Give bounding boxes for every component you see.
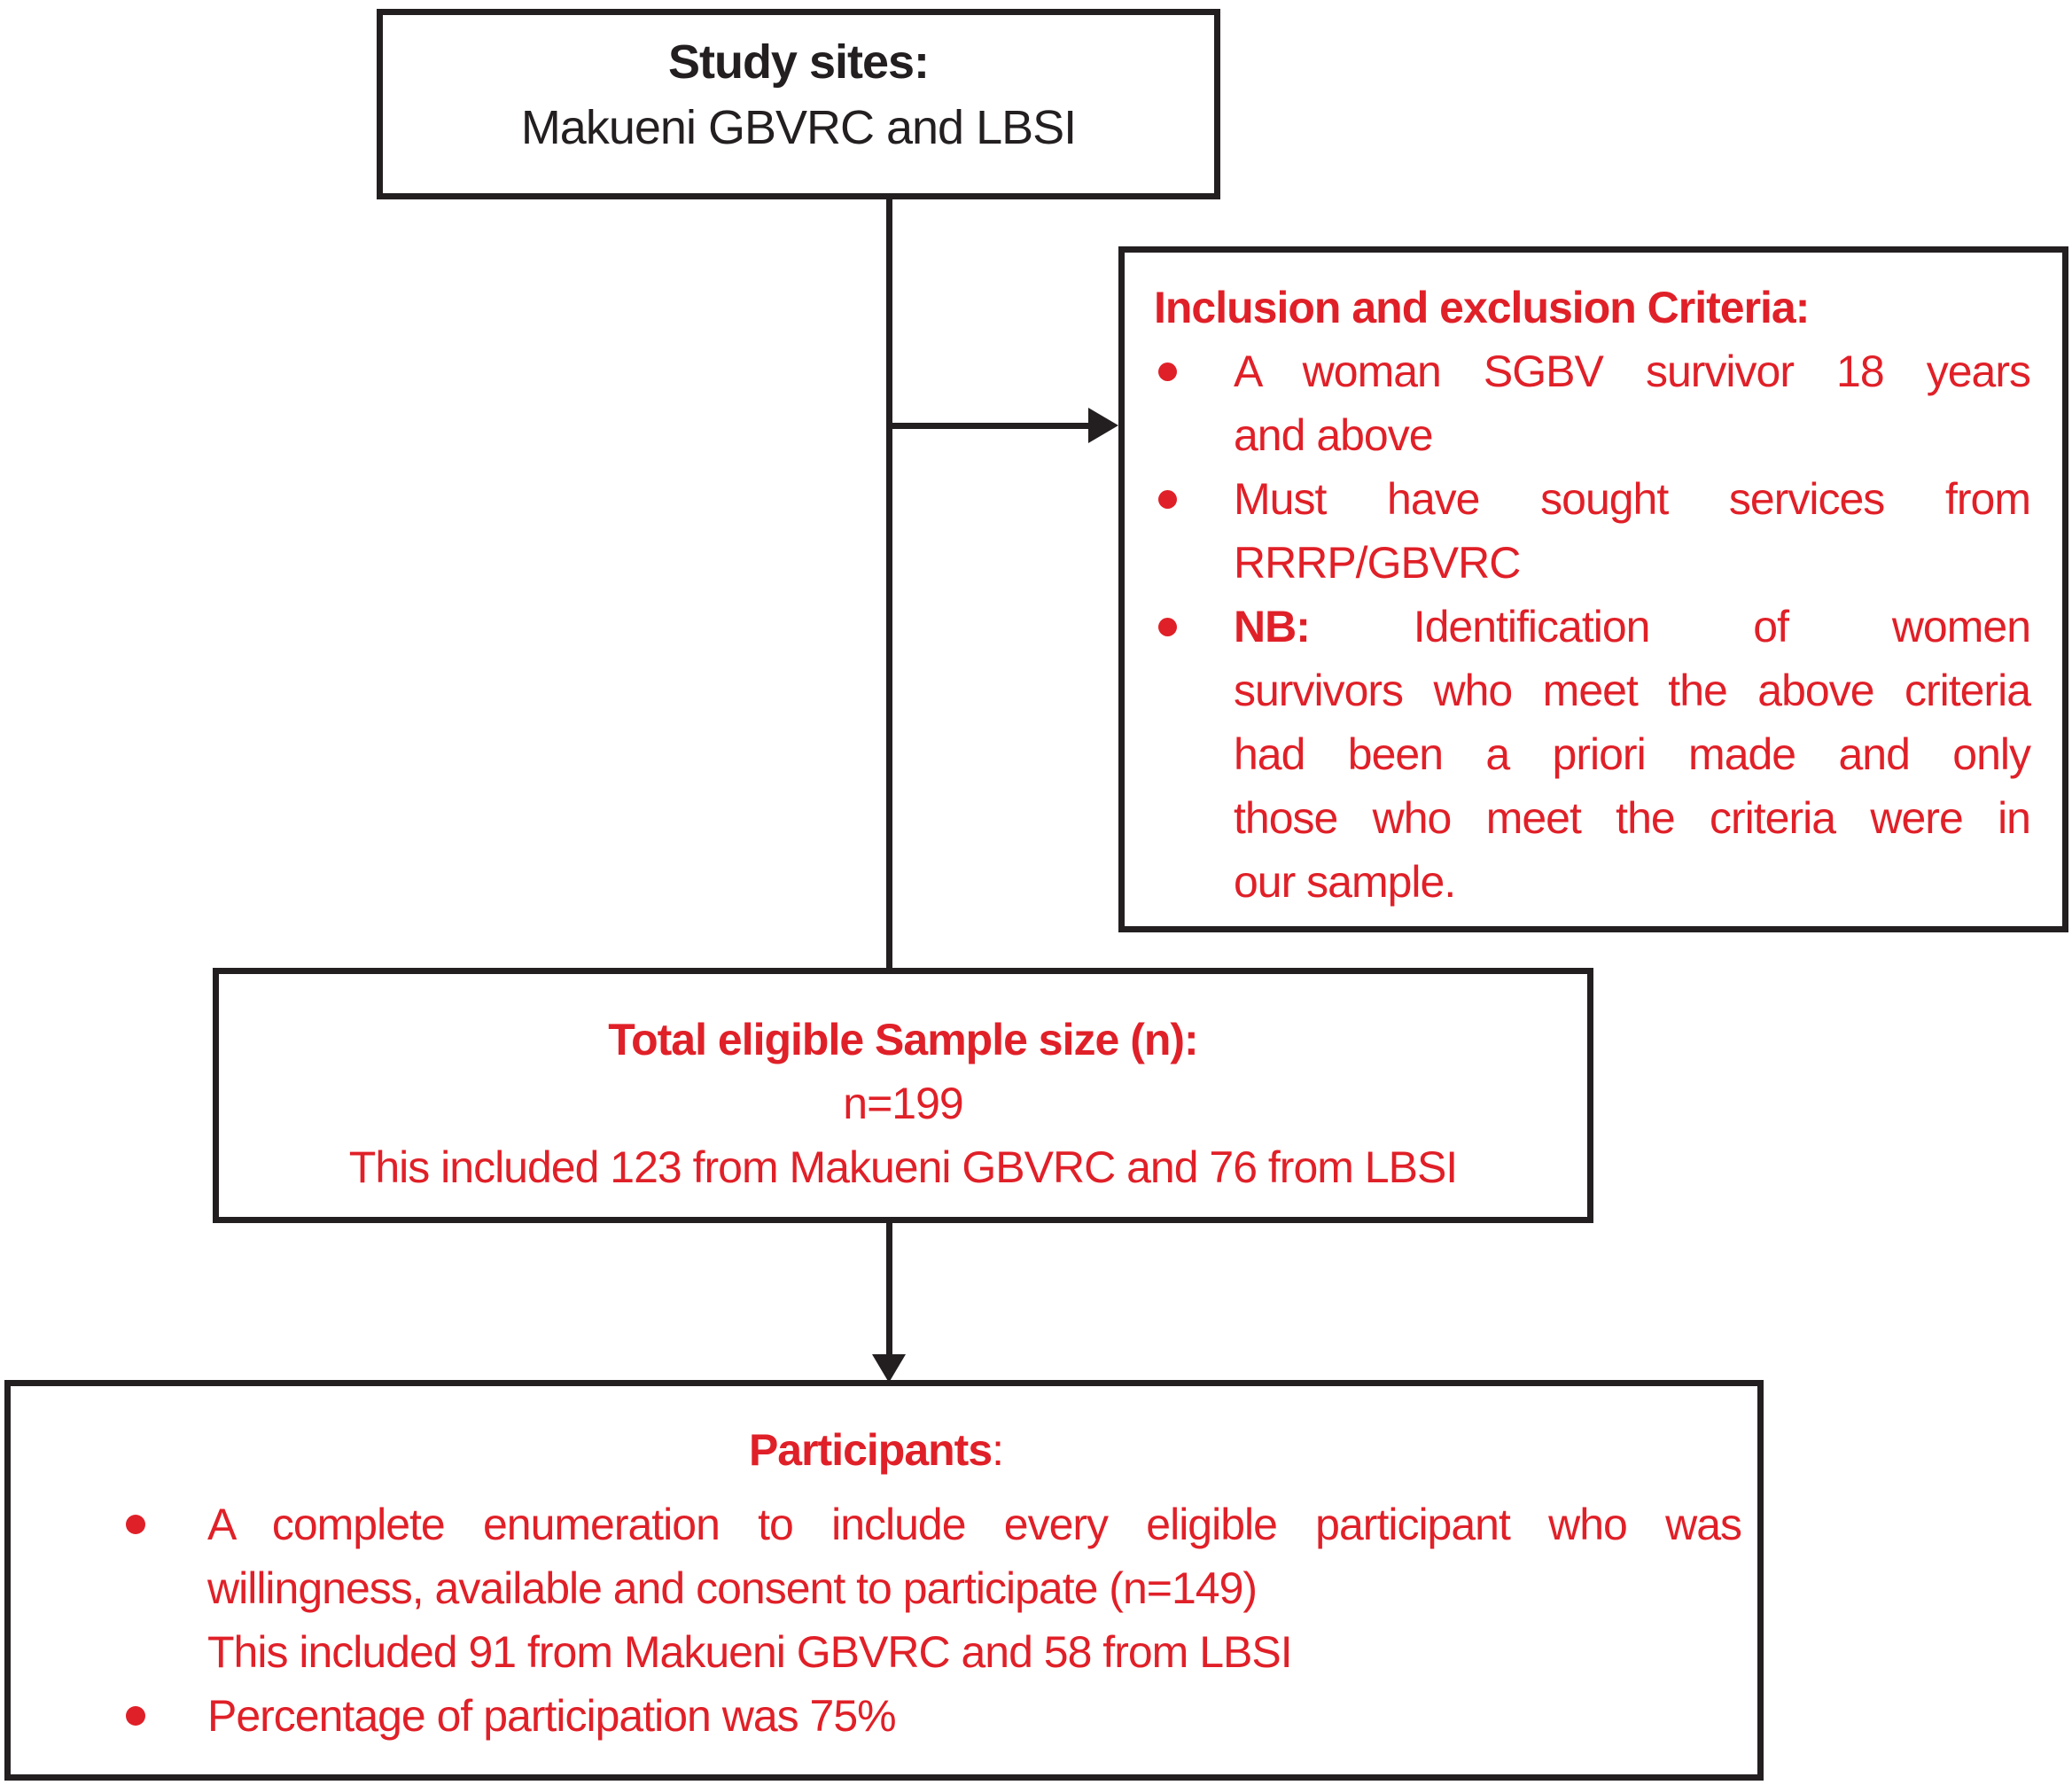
bullet-icon bbox=[126, 1706, 145, 1726]
bullet-icon bbox=[126, 1515, 145, 1534]
connector-horizontal bbox=[889, 423, 1092, 429]
criteria-heading: Inclusion and exclusion Criteria: bbox=[1154, 283, 1810, 332]
criteria-bullet-2: Must have sought services from RRRP/GBVR… bbox=[1154, 467, 2031, 595]
nb-text: Identification of women bbox=[1413, 602, 2031, 651]
sample-heading: Total eligible Sample size (n): bbox=[608, 1015, 1198, 1064]
arrowhead-down-icon bbox=[872, 1354, 906, 1383]
arrowhead-right-icon bbox=[1088, 408, 1118, 443]
node-total-eligible-sample: Total eligible Sample size (n): n=199 Th… bbox=[213, 968, 1593, 1223]
study-sites-title: Study sites: bbox=[667, 35, 930, 89]
participants-bullet-1-line-1: A complete enumeration to include every … bbox=[207, 1500, 1742, 1549]
participants-heading-text: Participants bbox=[748, 1425, 993, 1475]
bullet-icon bbox=[1158, 362, 1177, 381]
connector-vertical-top bbox=[886, 199, 892, 970]
criteria-bullet-2-line-2: RRRP/GBVRC bbox=[1234, 538, 1521, 588]
node-inclusion-exclusion-criteria: Inclusion and exclusion Criteria: A woma… bbox=[1118, 246, 2068, 932]
sample-value: n=199 bbox=[843, 1079, 963, 1128]
criteria-bullet-3-line-3: had been a priori made and only bbox=[1234, 729, 2031, 779]
participants-bullet-2: Percentage of participation was 75% bbox=[11, 1684, 1741, 1748]
participants-bullet-1-line-3: This included 91 from Makueni GBVRC and … bbox=[207, 1627, 1293, 1677]
node-participants: Participants: A complete enumeration to … bbox=[4, 1380, 1764, 1781]
criteria-bullet-2-line-1: Must have sought services from bbox=[1234, 474, 2031, 524]
criteria-bullet-1: A woman SGBV survivor 18 years and above bbox=[1154, 339, 2031, 467]
participants-bullet-1: A complete enumeration to include every … bbox=[11, 1493, 1742, 1684]
criteria-bullet-3-line-2: survivors who meet the above criteria bbox=[1234, 666, 2031, 715]
sample-detail: This included 123 from Makueni GBVRC and… bbox=[348, 1142, 1458, 1192]
participants-heading-colon: : bbox=[992, 1425, 1004, 1475]
criteria-bullet-3-line-5: our sample. bbox=[1234, 857, 1456, 907]
criteria-bullet-3-line-1: NB: Identification of women bbox=[1234, 595, 2031, 659]
participants-heading: Participants: bbox=[11, 1418, 1741, 1482]
criteria-bullet-3-line-4: those who meet the criteria were in bbox=[1234, 793, 2031, 843]
node-study-sites: Study sites: Makueni GBVRC and LBSI bbox=[377, 9, 1220, 199]
nb-label: NB: bbox=[1234, 602, 1311, 651]
connector-vertical-bottom bbox=[886, 1221, 892, 1356]
bullet-icon bbox=[1158, 618, 1177, 636]
study-sites-subtitle: Makueni GBVRC and LBSI bbox=[520, 101, 1077, 154]
participants-bullet-2-line-1: Percentage of participation was 75% bbox=[207, 1691, 897, 1741]
criteria-bullet-3: NB: Identification of women survivors wh… bbox=[1154, 595, 2031, 914]
bullet-icon bbox=[1158, 490, 1177, 509]
criteria-bullet-1-line-1: A woman SGBV survivor 18 years bbox=[1234, 347, 2031, 396]
participants-bullet-1-line-2: willingness, available and consent to pa… bbox=[207, 1563, 1258, 1613]
criteria-bullet-1-line-2: and above bbox=[1234, 410, 1434, 460]
